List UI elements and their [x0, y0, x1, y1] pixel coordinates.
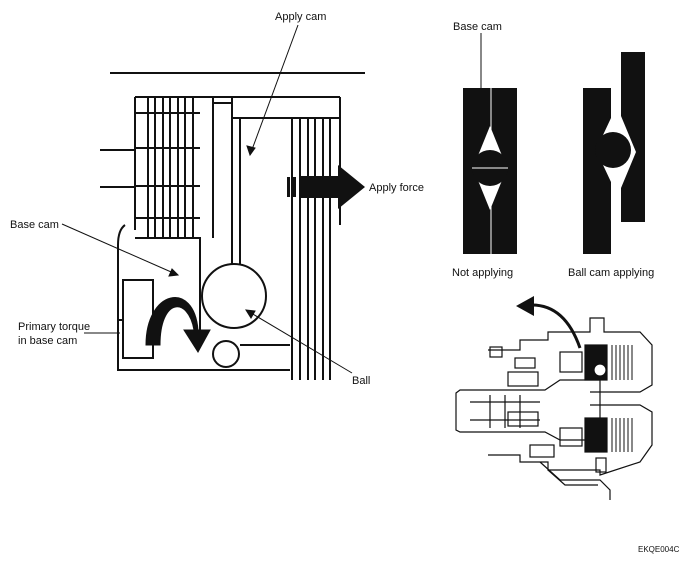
- not-applying-cam: [463, 88, 517, 254]
- rotation-arrow-icon: [531, 303, 582, 349]
- apply-cam-label: Apply cam: [275, 11, 326, 23]
- transfer-case-assembly: [455, 296, 653, 500]
- not-applying-label: Not applying: [452, 267, 513, 279]
- primary-torque-label-line2: in base cam: [18, 335, 77, 347]
- base-cam-label: Base cam: [10, 219, 59, 231]
- ball-label: Ball: [352, 375, 370, 387]
- primary-torque-label: Primary torque: [18, 321, 90, 333]
- ball-cam-applying-label: Ball cam applying: [568, 267, 654, 279]
- base-cam-leader: [61, 223, 179, 276]
- apply-force-arrow-icon: [287, 165, 365, 209]
- figure-code: EKQE004C: [638, 545, 680, 554]
- primary-torque-arrow-icon: [145, 297, 211, 353]
- apply-cam-leader: [249, 24, 299, 156]
- base-cam-right-label: Base cam: [453, 21, 502, 33]
- ball-cam-applying-cam: [583, 52, 645, 254]
- ball-cam-cross-section: [100, 72, 365, 380]
- ball-leader: [245, 309, 353, 374]
- apply-force-label: Apply force: [369, 182, 424, 194]
